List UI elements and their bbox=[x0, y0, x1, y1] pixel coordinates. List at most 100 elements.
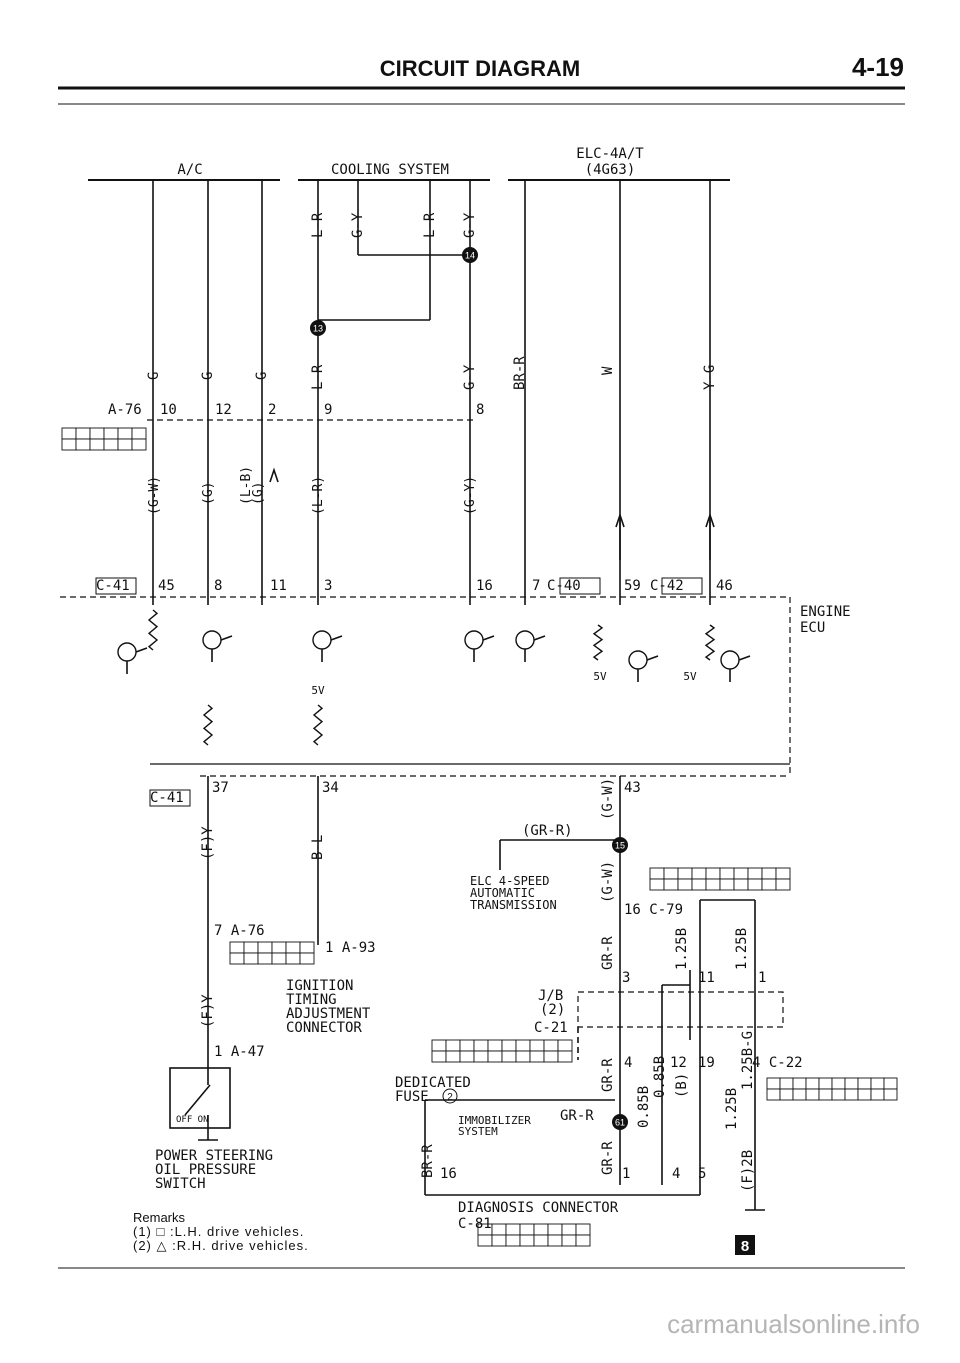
section-elc-1: ELC-4A/T bbox=[576, 146, 644, 162]
pin-mid-59: 59 bbox=[624, 578, 641, 594]
connector-icon-c22-cell bbox=[766, 1077, 781, 1090]
section-cooling: COOLING SYSTEM bbox=[331, 162, 449, 178]
connector-c81: C-81 bbox=[458, 1216, 492, 1232]
wire-right-2: 1.25B bbox=[734, 928, 750, 970]
fuse-number: 2 bbox=[447, 1092, 453, 1103]
wire-right-11: (F)2B bbox=[740, 1150, 756, 1192]
wire-right-7: 1.25B-G bbox=[740, 1031, 756, 1090]
remarks-1: (1) □ :L.H. drive vehicles. bbox=[133, 1224, 304, 1239]
connector-icon-c21-cell bbox=[515, 1039, 531, 1052]
connector-icon-a76-b-cell bbox=[299, 952, 315, 965]
connector-icon-c79-cell bbox=[775, 867, 791, 880]
page-badge-box bbox=[735, 1235, 755, 1255]
v5-label-b: 5V bbox=[593, 670, 607, 683]
pin-low-34: 34 bbox=[322, 780, 339, 796]
resistor-0 bbox=[147, 609, 159, 651]
connector-a93: 1 A-93 bbox=[325, 940, 376, 956]
ecu-label-2: ECU bbox=[800, 620, 825, 636]
pin-mid-16: 16 bbox=[476, 578, 493, 594]
connector-icon-c79-cell bbox=[663, 878, 679, 891]
connector-icon-c81-cell bbox=[575, 1223, 591, 1236]
page-badge: 8 bbox=[741, 1238, 749, 1255]
connector-icon-c79-cell bbox=[691, 867, 707, 880]
wire-upper-3: L-R bbox=[310, 364, 326, 390]
fuse-label-1: DEDICATED bbox=[395, 1075, 471, 1091]
marker-m61: 61 bbox=[615, 1118, 625, 1128]
wire-paren-0: (G-W) bbox=[147, 476, 162, 515]
connector-icon-a76-cell bbox=[89, 438, 105, 451]
connector-icon-a76-b bbox=[229, 941, 315, 965]
v5-label-c: 5V bbox=[683, 670, 697, 683]
connector-icon-a76-cell bbox=[131, 427, 147, 440]
connector-icon-c22-cell bbox=[844, 1088, 859, 1101]
connector-icon-c22-cell bbox=[818, 1088, 833, 1101]
resistor-3 bbox=[202, 704, 214, 746]
pin-diag-4: 4 bbox=[672, 1166, 680, 1182]
wire-upper-1: G bbox=[200, 372, 216, 380]
connector-icon-a76-b-cell bbox=[257, 952, 273, 965]
switch-off-on: OFF ON bbox=[176, 1115, 209, 1125]
wire-low-1: B-L bbox=[310, 835, 326, 860]
wire-right-10: BR-R bbox=[420, 1144, 436, 1178]
wire-paren-1: (G) bbox=[201, 482, 216, 505]
pin-mid-11: 11 bbox=[270, 578, 287, 594]
connector-icon-c22-cell bbox=[818, 1077, 833, 1090]
pin-mid-45: 45 bbox=[158, 578, 175, 594]
ps-label-2: OIL PRESSURE bbox=[155, 1162, 256, 1178]
connector-c22: 4 C-22 bbox=[752, 1055, 803, 1071]
transistor-r-0-base bbox=[646, 655, 659, 661]
connector-icon-c21 bbox=[431, 1039, 573, 1063]
marker-m13-circle bbox=[310, 320, 326, 336]
connector-icon-c21-cell bbox=[487, 1050, 503, 1063]
wire-top-0: L-R bbox=[310, 212, 326, 238]
connector-icon-c81-cell bbox=[491, 1223, 507, 1236]
fuse-number-circle bbox=[442, 1088, 458, 1104]
wire-low-2: (G-W) bbox=[600, 778, 616, 820]
pin-mid-3: 3 bbox=[324, 578, 332, 594]
connector-icon-c79-cell bbox=[761, 867, 777, 880]
transistor-1 bbox=[202, 630, 222, 650]
connector-icon-c21-cell bbox=[431, 1050, 447, 1063]
connector-icon-a76-cell bbox=[61, 438, 77, 451]
connector-icon-c21-cell bbox=[431, 1039, 447, 1052]
pin-mid-46: 46 bbox=[716, 578, 733, 594]
wire-top-1: G-Y bbox=[350, 212, 366, 238]
connector-icon-a76-b-cell bbox=[285, 952, 301, 965]
immo-label-1: IMMOBILIZER bbox=[458, 1114, 531, 1127]
marker-m15: 15 bbox=[615, 841, 625, 851]
connector-icon-c81-cell bbox=[575, 1234, 591, 1247]
connector-icon-a76-b-cell bbox=[257, 941, 273, 954]
connector-icon-c79-cell bbox=[719, 878, 735, 891]
wire-low-3: (G-W) bbox=[600, 861, 616, 903]
transistor-2-base bbox=[330, 635, 343, 641]
connector-icon-c81 bbox=[477, 1223, 591, 1247]
connector-icon-c21-cell bbox=[515, 1050, 531, 1063]
connector-icon-c21-cell bbox=[557, 1050, 573, 1063]
transistor-r-1 bbox=[720, 650, 740, 670]
connector-tag-1 bbox=[559, 577, 601, 595]
wire-upper-6: W bbox=[600, 366, 616, 375]
marker-m15-circle bbox=[612, 837, 628, 853]
connector-icon-c21-cell bbox=[543, 1050, 559, 1063]
connector-icon-c22-cell bbox=[870, 1077, 885, 1090]
connector-icon-c21-cell bbox=[473, 1050, 489, 1063]
marker-m61-circle bbox=[612, 1114, 628, 1130]
connector-icon-c79-cell bbox=[705, 878, 721, 891]
marker-m14: 14 bbox=[465, 251, 475, 261]
connector-icon-a76-cell bbox=[103, 427, 119, 440]
marker-m14-circle bbox=[462, 247, 478, 263]
connector-a76: A-76 bbox=[108, 402, 142, 418]
connector-c40: C-40 bbox=[547, 578, 581, 594]
connector-icon-a76 bbox=[61, 427, 147, 451]
pin-mid-8: 8 bbox=[214, 578, 222, 594]
pin-c79-1: 1 bbox=[758, 970, 766, 986]
connector-icon-c81-cell bbox=[519, 1223, 535, 1236]
resistor-4 bbox=[312, 704, 324, 746]
section-ac: A/C bbox=[177, 162, 202, 178]
connector-icon-a76-cell bbox=[61, 427, 77, 440]
pin-top-2: 2 bbox=[268, 402, 276, 418]
connector-tag-2 bbox=[661, 577, 703, 595]
wire-top-3: G-Y bbox=[462, 212, 478, 238]
elc-label-3: TRANSMISSION bbox=[470, 898, 557, 912]
